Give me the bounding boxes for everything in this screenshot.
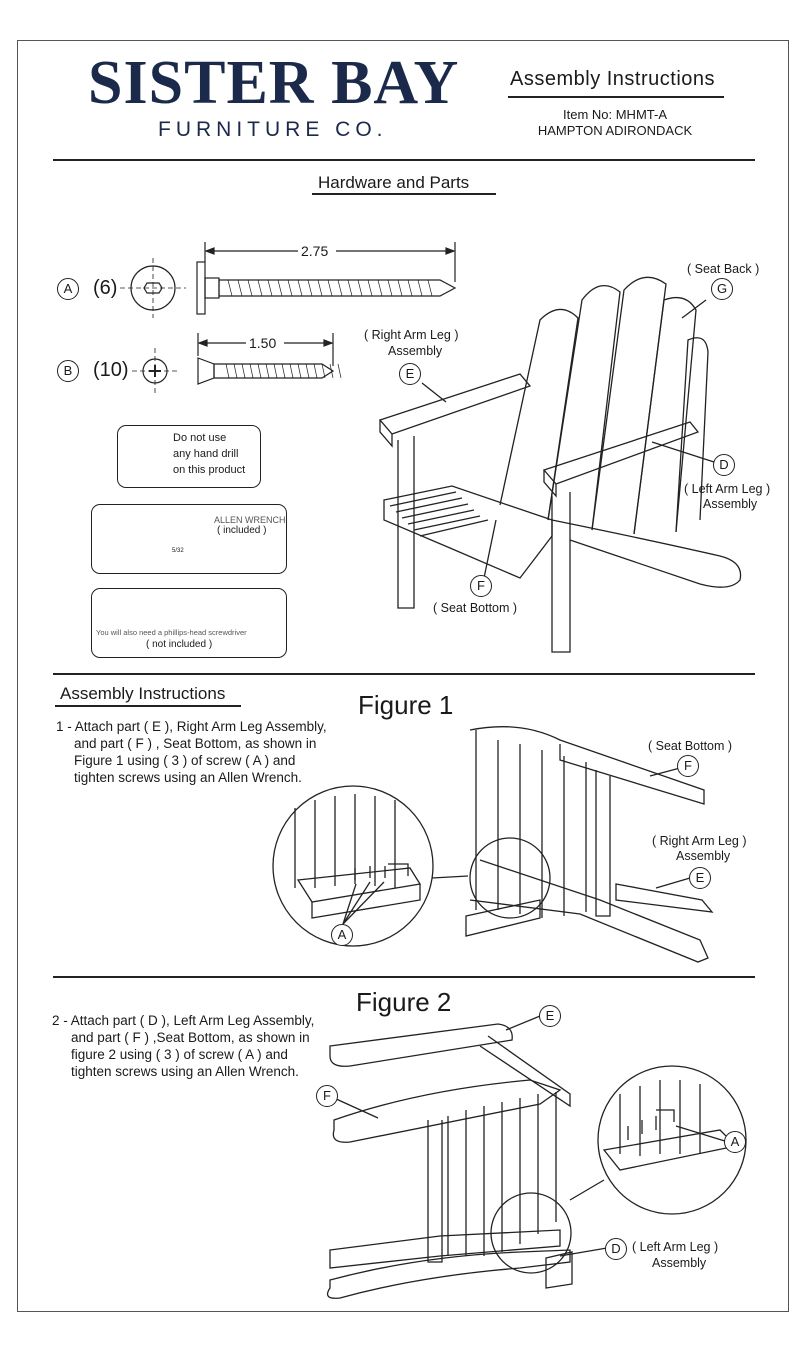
step-2-line-4: tighten screws using an Allen Wrench. <box>71 1064 299 1079</box>
part-e-callout: E <box>399 363 421 385</box>
brand-subtitle: FURNITURE CO. <box>158 118 388 141</box>
seat-bottom-label: ( Seat Bottom ) <box>433 601 518 615</box>
allen-wrench-size: 5/32 <box>172 548 184 554</box>
step-2-line-1: 2 - Attach part ( D ), Left Arm Leg Asse… <box>52 1013 315 1028</box>
fig1-screw-a-callout: A <box>331 924 353 946</box>
screw-a-quantity: (6) <box>93 277 118 299</box>
fig2-arm-label: ( Left Arm Leg ) <box>632 1240 719 1254</box>
figure-1-title: Figure 1 <box>358 690 454 720</box>
step-1-line-2: and part ( F ) , Seat Bottom, as shown i… <box>74 736 317 751</box>
right-arm-sub: Assembly <box>388 344 443 358</box>
part-a-callout: A <box>57 278 79 300</box>
fig2-part-f-callout: F <box>316 1085 338 1107</box>
allen-wrench-note: ( included ) <box>217 525 267 536</box>
screw-a-length: 2.75 <box>301 243 329 259</box>
part-d-callout: D <box>713 454 735 476</box>
figure-2-title: Figure 2 <box>356 987 452 1017</box>
part-f-callout: F <box>470 575 492 597</box>
drill-note-line-1: Do not use <box>173 432 227 444</box>
document-title: Assembly Instructions <box>510 68 716 90</box>
fig2-part-d-callout: D <box>605 1238 627 1260</box>
section-divider-1 <box>53 673 755 675</box>
section-divider-2 <box>53 976 755 978</box>
screwdriver-note: You will also need a phillips-head screw… <box>96 628 247 637</box>
hardware-title-underline <box>312 193 496 195</box>
left-arm-label: ( Left Arm Leg ) <box>684 482 771 496</box>
right-arm-label: ( Right Arm Leg ) <box>364 328 459 342</box>
step-1-line-4: tighten screws using an Allen Wrench. <box>74 770 302 785</box>
step-1-line-3: Figure 1 using ( 3 ) of screw ( A ) and <box>74 753 296 768</box>
screwdriver-box <box>91 588 287 658</box>
drill-warning-box <box>117 425 261 488</box>
title-underline <box>508 96 724 98</box>
item-number: Item No: MHMT-A <box>562 107 667 122</box>
fig1-part-f-callout: F <box>677 755 699 777</box>
page-frame <box>17 40 789 1312</box>
fig2-part-e-callout: E <box>539 1005 561 1027</box>
part-g-callout: G <box>711 278 733 300</box>
model-name: HAMPTON ADIRONDACK <box>537 123 693 138</box>
fig1-seat-bottom-label: ( Seat Bottom ) <box>648 739 733 753</box>
assembly-title-underline <box>55 705 241 707</box>
allen-wrench-label: ALLEN WRENCH <box>214 515 286 525</box>
header-divider <box>53 159 755 161</box>
fig1-part-e-callout: E <box>689 867 711 889</box>
brand-name: SISTER BAY <box>88 49 460 117</box>
assembly-title: Assembly Instructions <box>60 684 226 703</box>
screw-b-length: 1.50 <box>249 335 277 351</box>
seat-back-label: ( Seat Back ) <box>687 262 760 276</box>
fig2-arm-sub: Assembly <box>652 1256 707 1270</box>
step-2-line-3: figure 2 using ( 3 ) of screw ( A ) and <box>71 1047 288 1062</box>
screw-b-quantity: (10) <box>93 359 129 381</box>
fig1-arm-sub: Assembly <box>676 849 731 863</box>
fig1-arm-label: ( Right Arm Leg ) <box>652 834 747 848</box>
allen-wrench-box <box>91 504 287 574</box>
step-1-line-1: 1 - Attach part ( E ), Right Arm Leg Ass… <box>56 719 327 734</box>
drill-note-line-3: on this product <box>173 464 246 476</box>
drill-note-line-2: any hand drill <box>173 448 239 460</box>
left-arm-sub: Assembly <box>703 497 758 511</box>
fig2-screw-a-callout: A <box>724 1131 746 1153</box>
part-b-callout: B <box>57 360 79 382</box>
screwdriver-status: ( not included ) <box>146 639 213 650</box>
step-2-line-2: and part ( F ) ,Seat Bottom, as shown in <box>71 1030 310 1045</box>
hardware-title: Hardware and Parts <box>318 173 470 192</box>
